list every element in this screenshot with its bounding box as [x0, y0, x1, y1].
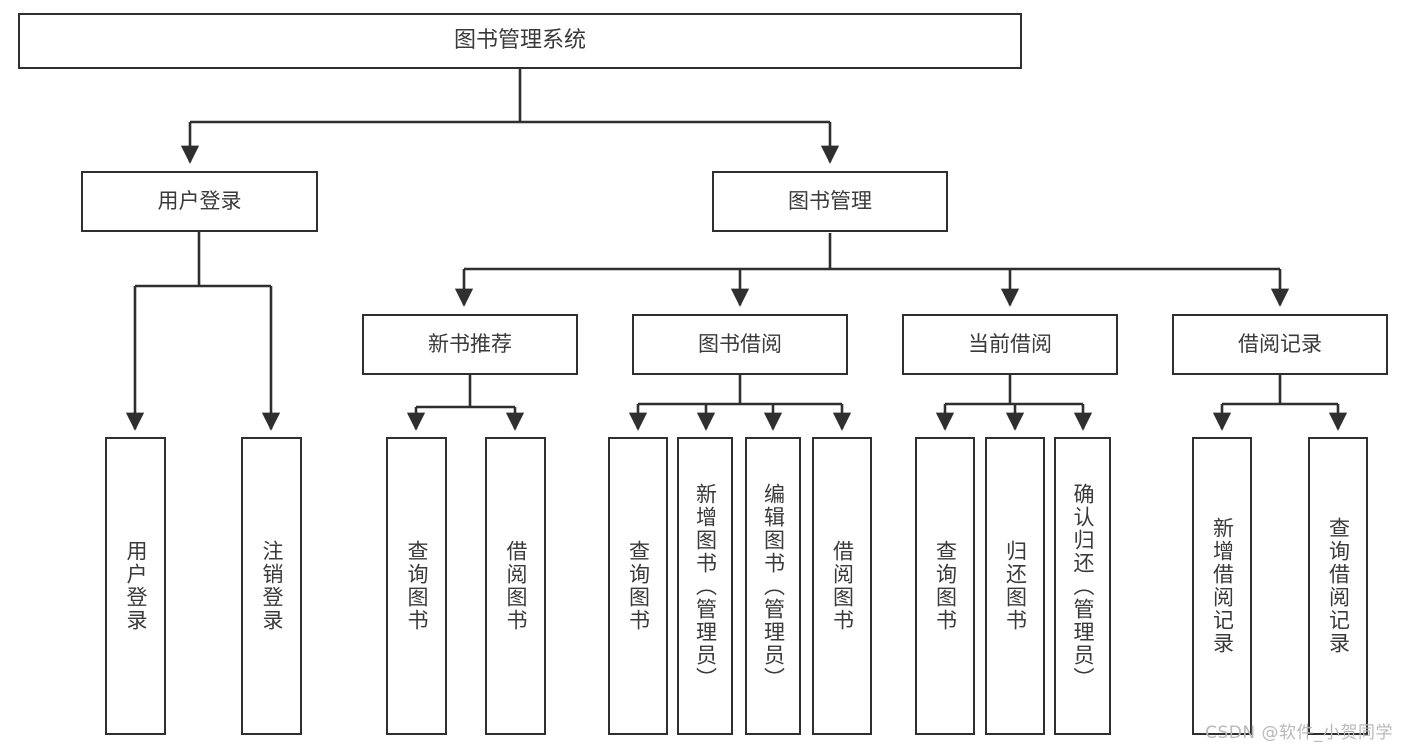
node-leaf-query-book-3[interactable]: 查询图书	[915, 437, 975, 735]
node-leaf-query-book-1-label: 查询图书	[405, 540, 429, 632]
node-leaf-borrow-book-2[interactable]: 借阅图书	[812, 437, 872, 735]
node-leaf-borrow-book-2-label: 借阅图书	[830, 540, 855, 632]
node-book-management[interactable]: 图书管理	[712, 171, 948, 232]
node-user-login-label: 用户登录	[157, 189, 242, 214]
node-leaf-query-book-2[interactable]: 查询图书	[608, 437, 668, 735]
node-new-book-recommend-label: 新书推荐	[428, 332, 512, 357]
node-leaf-borrow-book-1-label: 借阅图书	[504, 540, 528, 632]
node-leaf-return-book[interactable]: 归还图书	[985, 437, 1045, 735]
node-user-login[interactable]: 用户登录	[81, 171, 318, 232]
node-leaf-add-book[interactable]: 新增图书（管理员）	[677, 437, 733, 735]
node-leaf-user-login[interactable]: 用户登录	[105, 437, 166, 735]
node-leaf-query-book-2-label: 查询图书	[626, 540, 651, 632]
node-borrow-record[interactable]: 借阅记录	[1172, 314, 1388, 375]
node-current-borrow[interactable]: 当前借阅	[902, 314, 1118, 375]
node-leaf-add-record[interactable]: 新增借阅记录	[1192, 437, 1252, 735]
node-root[interactable]: 图书管理系统	[18, 13, 1022, 69]
node-book-management-label: 图书管理	[788, 189, 872, 214]
node-leaf-confirm-return-label: 确认归还（管理员）	[1071, 482, 1095, 690]
node-leaf-add-book-label: 新增图书（管理员）	[693, 482, 718, 690]
node-leaf-user-login-label: 用户登录	[124, 540, 148, 632]
node-leaf-add-record-label: 新增借阅记录	[1210, 517, 1235, 655]
node-leaf-borrow-book-1[interactable]: 借阅图书	[485, 437, 546, 735]
node-leaf-query-book-1[interactable]: 查询图书	[386, 437, 447, 735]
node-leaf-query-record-label: 查询借阅记录	[1326, 517, 1351, 655]
node-root-label: 图书管理系统	[453, 28, 586, 54]
node-current-borrow-label: 当前借阅	[968, 332, 1052, 357]
node-book-borrow-label: 图书借阅	[698, 332, 782, 357]
node-leaf-return-book-label: 归还图书	[1003, 540, 1028, 632]
node-new-book-recommend[interactable]: 新书推荐	[362, 314, 578, 375]
node-leaf-confirm-return[interactable]: 确认归还（管理员）	[1054, 437, 1111, 735]
node-leaf-logout-login[interactable]: 注销登录	[241, 437, 302, 735]
node-leaf-query-book-3-label: 查询图书	[933, 540, 958, 632]
node-leaf-edit-book[interactable]: 编辑图书（管理员）	[745, 437, 801, 735]
node-borrow-record-label: 借阅记录	[1238, 332, 1322, 357]
node-book-borrow[interactable]: 图书借阅	[632, 314, 848, 375]
node-leaf-logout-login-label: 注销登录	[260, 540, 284, 632]
node-leaf-query-record[interactable]: 查询借阅记录	[1308, 437, 1368, 735]
node-leaf-edit-book-label: 编辑图书（管理员）	[761, 482, 786, 690]
